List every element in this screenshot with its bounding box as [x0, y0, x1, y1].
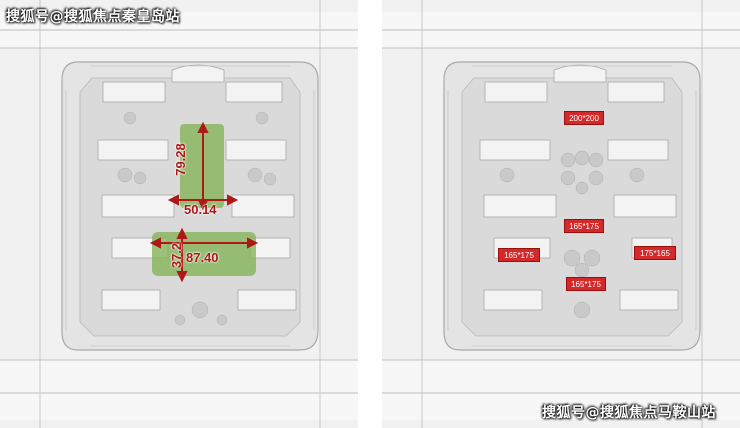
courtyard-right: 175*165	[634, 246, 676, 260]
right-site-plan: 200*200 165*175 165*175 175*165 165*175	[382, 0, 740, 428]
courtyard-left: 165*175	[498, 248, 540, 262]
upper-width-dimension: 50.14	[184, 202, 217, 217]
watermark-top: 搜狐号@搜狐焦点秦皇岛站	[6, 9, 180, 25]
left-site-plan: 79.28 50.14 87.40 37.2	[0, 0, 358, 428]
courtyard-top: 200*200	[564, 111, 604, 125]
upper-height-dimension: 79.28	[172, 143, 188, 176]
right-site-plan-drawing	[382, 0, 740, 428]
lower-width-dimension: 87.40	[186, 250, 219, 265]
courtyard-bottom: 165*175	[566, 277, 606, 291]
courtyard-center: 165*175	[564, 219, 604, 233]
watermark-bottom: 搜狐号@搜狐焦点马鞍山站	[542, 405, 716, 421]
panel-separator	[358, 0, 382, 428]
left-site-plan-drawing	[0, 0, 358, 428]
lower-height-dimension: 37.2	[169, 242, 185, 269]
